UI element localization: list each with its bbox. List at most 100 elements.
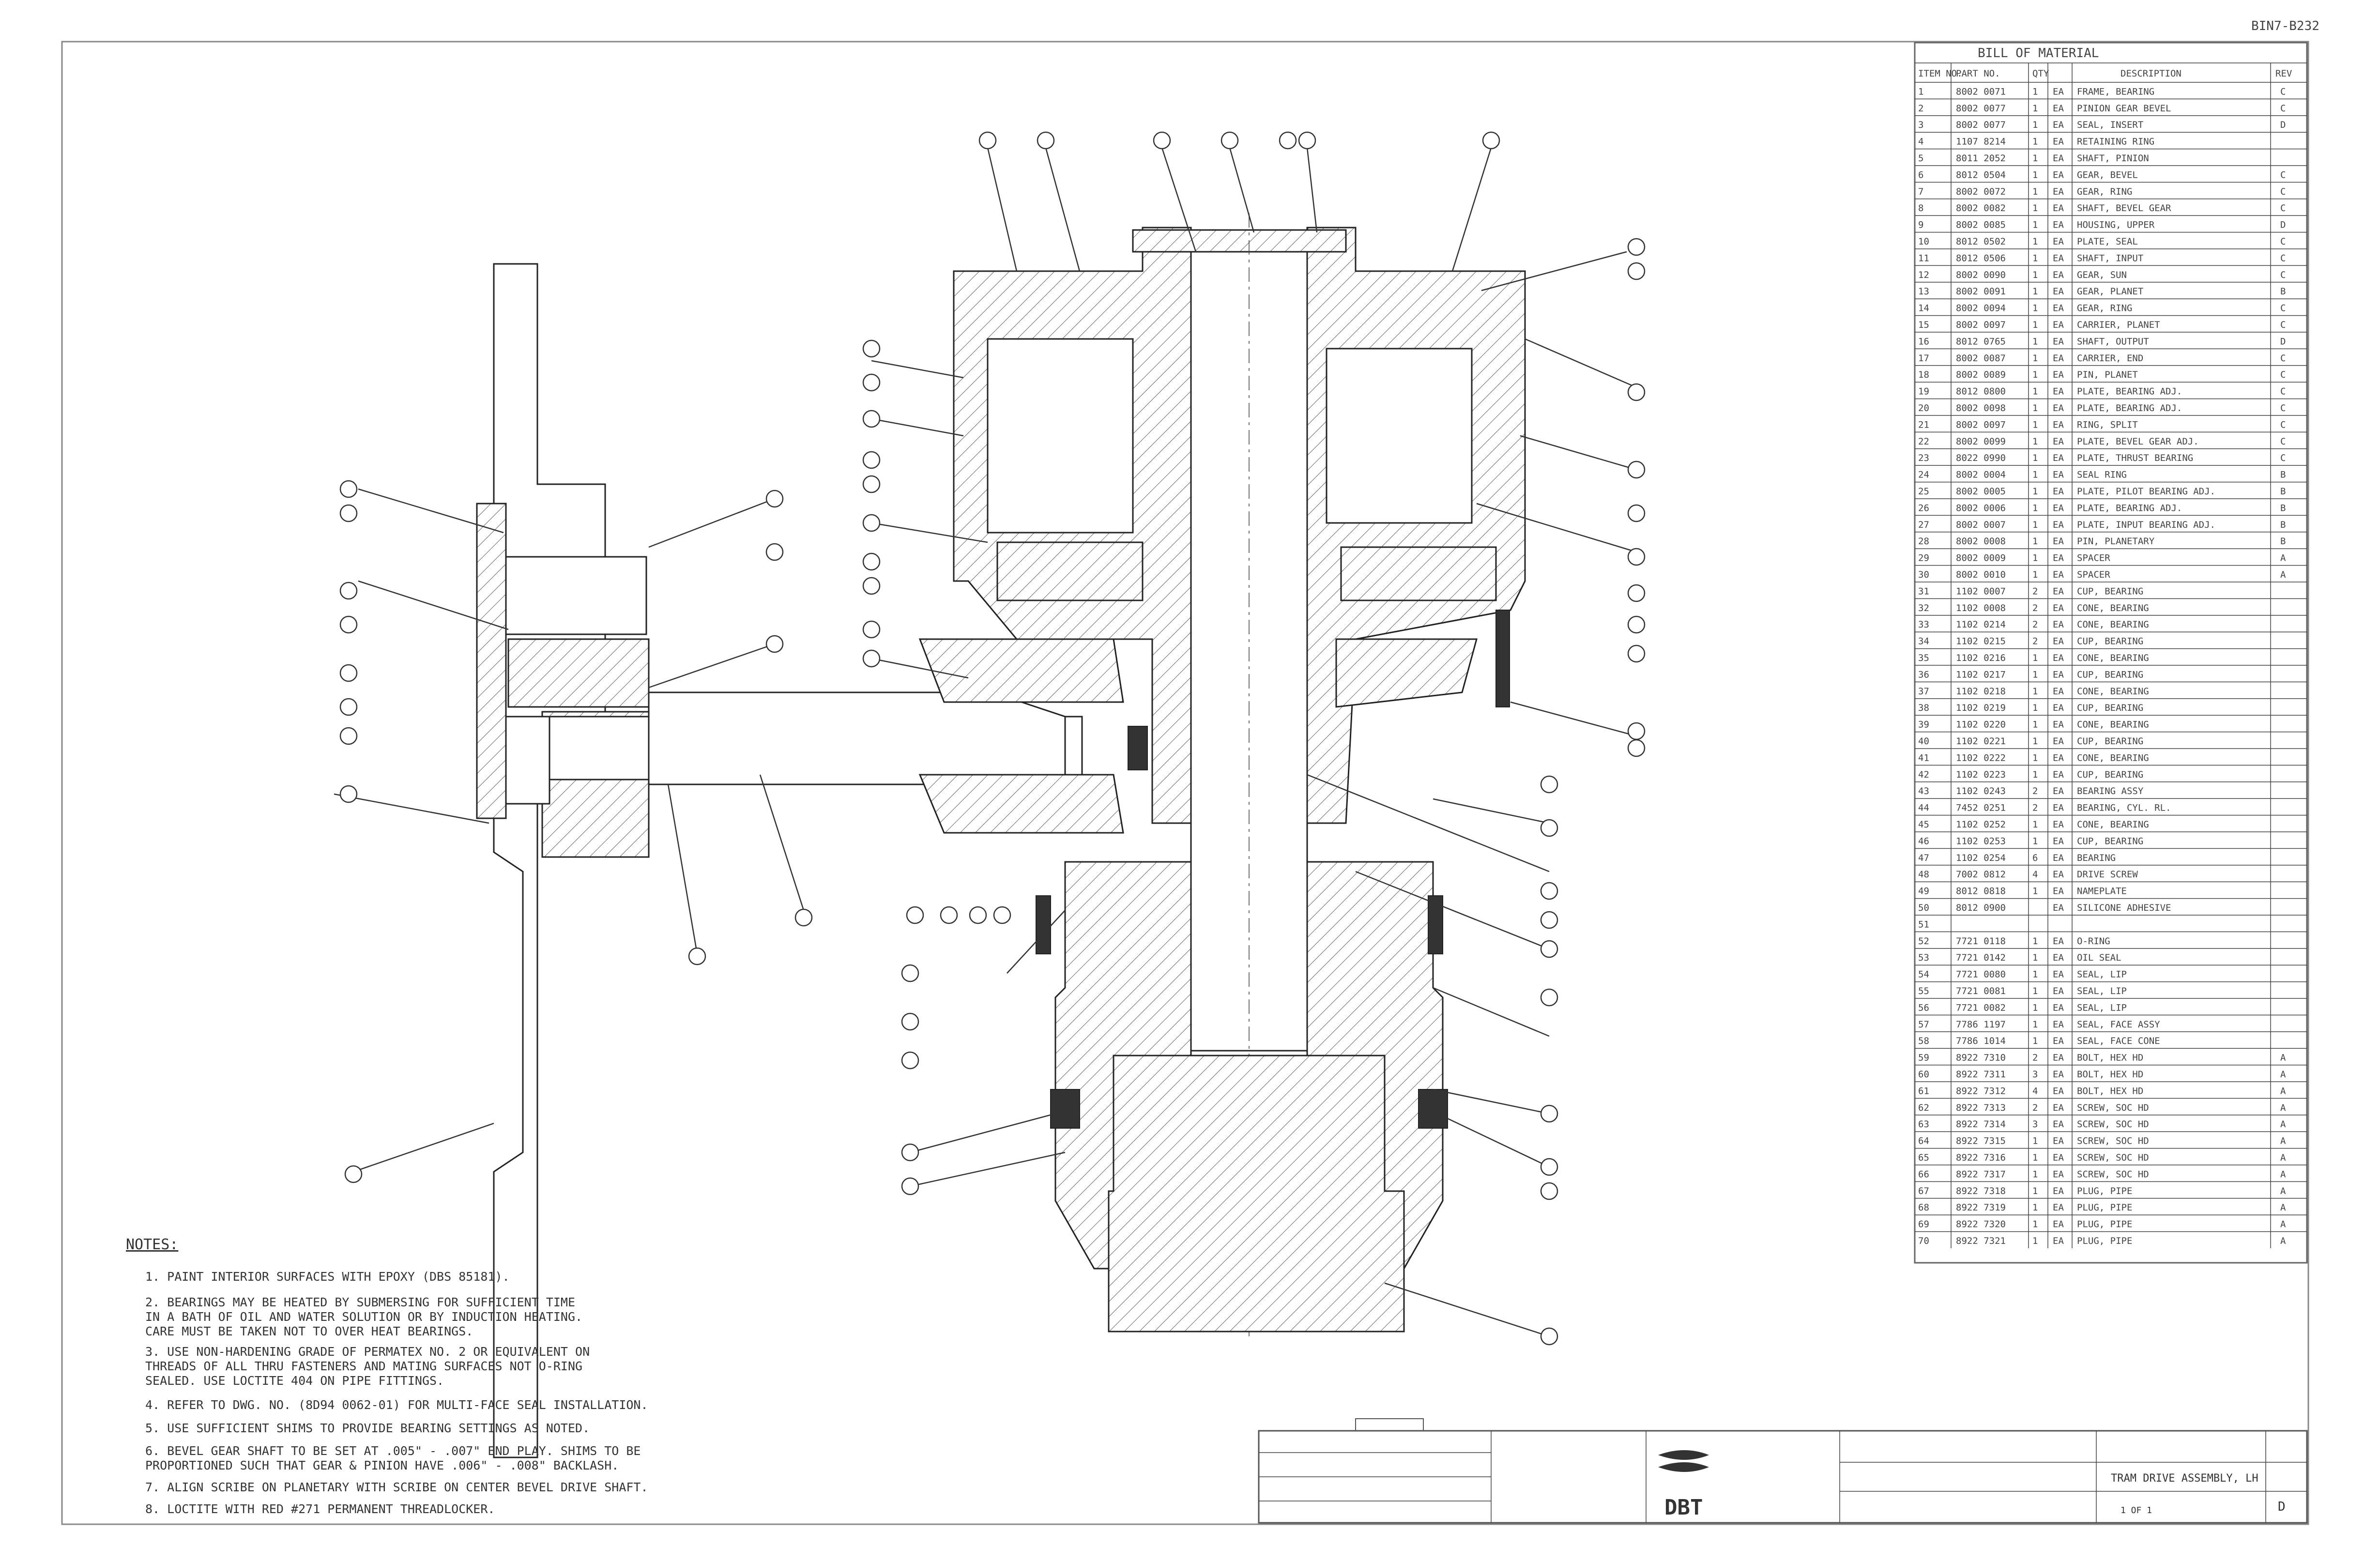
bom-cell: SCREW, SOC HD xyxy=(2077,1119,2149,1130)
bom-cell: 1 xyxy=(2032,486,2038,497)
bom-cell: 8002 0090 xyxy=(1956,270,2006,280)
bom-cell: EA xyxy=(2053,320,2064,330)
bom-cell: 1 xyxy=(2032,169,2038,180)
bom-cell: EA xyxy=(2053,886,2064,897)
bom-cell: 1 xyxy=(2032,103,2038,114)
bom-cell: A xyxy=(2280,1103,2286,1113)
bom-cell: A xyxy=(2280,1053,2286,1063)
bom-cell: SEAL, LIP xyxy=(2077,1002,2127,1013)
bom-cell: 1 xyxy=(2032,236,2038,247)
bom-cell: 1 xyxy=(2032,120,2038,130)
bom-cell: EA xyxy=(2053,869,2064,880)
bom-cell: 1 xyxy=(2032,669,2038,680)
bom-cell: 19 xyxy=(1918,386,1929,397)
bom-cell: 8002 0007 xyxy=(1956,520,2006,530)
bom-cell: C xyxy=(2280,419,2286,430)
bom-cell: C xyxy=(2280,86,2286,97)
bom-cell: EA xyxy=(2053,720,2064,730)
bom-cell: 1 xyxy=(2032,686,2038,697)
bom-cell: EA xyxy=(2053,836,2064,846)
bom-title: BILL OF MATERIAL xyxy=(1978,46,2099,61)
bom-cell: EA xyxy=(2053,1236,2064,1246)
bom-cell: 1102 0217 xyxy=(1956,669,2006,680)
bom-cell: A xyxy=(2280,1236,2286,1246)
bom-cell: C xyxy=(2280,270,2286,280)
bom-cell: 1 xyxy=(2032,403,2038,414)
bom-cell: SEAL, INSERT xyxy=(2077,120,2143,130)
bom-cell: EA xyxy=(2053,769,2064,780)
bom-cell: 56 xyxy=(1918,1002,1929,1013)
bom-cell: 1 xyxy=(2032,220,2038,230)
bom-cell: EA xyxy=(2053,153,2064,164)
bom-cell: EA xyxy=(2053,419,2064,430)
bom-cell: 12 xyxy=(1918,270,1929,280)
pinion-shaft-upper xyxy=(505,556,647,635)
bom-cell: GEAR, RING xyxy=(2077,303,2132,314)
bom-cell: 40 xyxy=(1918,736,1929,747)
bom-cell: 11 xyxy=(1918,253,1929,263)
bom-cell: 62 xyxy=(1918,1103,1929,1113)
bom-cell: 8012 0504 xyxy=(1956,169,2006,180)
seal-right xyxy=(1418,1089,1448,1129)
bom-cell: A xyxy=(2280,569,2286,580)
bom-cell: 1102 0221 xyxy=(1956,736,2006,747)
bom-cell: 35 xyxy=(1918,653,1929,663)
bom-cell: 46 xyxy=(1918,836,1929,846)
bom-cell: 8002 0082 xyxy=(1956,203,2006,214)
bom-cell: C xyxy=(2280,203,2286,214)
note-line: 6. BEVEL GEAR SHAFT TO BE SET AT .005" -… xyxy=(145,1444,641,1458)
bom-cell: 1 xyxy=(2032,1236,2038,1246)
bom-cell: FRAME, BEARING xyxy=(2077,86,2154,97)
bom-cell: B xyxy=(2280,520,2286,530)
bom-cell: 33 xyxy=(1918,619,1929,630)
bom-cell: C xyxy=(2280,386,2286,397)
bom-cell: 8922 7319 xyxy=(1956,1202,2006,1213)
bom-cell: 13 xyxy=(1918,286,1929,297)
hub-flange xyxy=(476,503,507,819)
bom-cell: 1 xyxy=(2032,1152,2038,1163)
bom-cell: 1 xyxy=(2032,1169,2038,1179)
bom-cell: D xyxy=(2280,336,2286,347)
bom-cell: 1 xyxy=(2032,1219,2038,1230)
top-cap xyxy=(1132,229,1347,253)
bom-cell: PLUG, PIPE xyxy=(2077,1236,2132,1246)
bom-cell: EA xyxy=(2053,137,2064,147)
note-line: 1. PAINT INTERIOR SURFACES WITH EPOXY (D… xyxy=(145,1270,510,1284)
bom-cell: 1102 0220 xyxy=(1956,720,2006,730)
bom-cell: EA xyxy=(2053,1002,2064,1013)
bom-cell: EA xyxy=(2053,1119,2064,1130)
bom-cell: 1 xyxy=(2032,253,2038,263)
bom-cell: 7721 0081 xyxy=(1956,986,2006,996)
bom-cell: CUP, BEARING xyxy=(2077,769,2143,780)
bom-cell: C xyxy=(2280,369,2286,380)
bom-cell: 1 xyxy=(2032,969,2038,980)
bom-cell: GEAR, PLANET xyxy=(2077,286,2143,297)
bom-cell: 8012 0502 xyxy=(1956,236,2006,247)
bom-cell: EA xyxy=(2053,636,2064,647)
bom-cell: EA xyxy=(2053,486,2064,497)
bom-cell: 8012 0800 xyxy=(1956,386,2006,397)
bom-cell: 1 xyxy=(2032,986,2038,996)
bom-cell: PLUG, PIPE xyxy=(2077,1219,2132,1230)
bom-cell: 8002 0009 xyxy=(1956,553,2006,564)
bom-cell: 8922 7317 xyxy=(1956,1169,2006,1179)
planet-gear-right xyxy=(1326,348,1473,524)
bom-cell: BEARING ASSY xyxy=(2077,786,2144,796)
bom-cell: 8922 7316 xyxy=(1956,1152,2006,1163)
bom-cell: 8922 7314 xyxy=(1956,1119,2006,1130)
bevel-gear-upper xyxy=(918,638,1124,703)
bom-cell: SHAFT, BEVEL GEAR xyxy=(2077,203,2171,214)
bom-cell: SCREW, SOC HD xyxy=(2077,1103,2149,1113)
bom-cell: 8922 7315 xyxy=(1956,1136,2006,1147)
bom-cell: EA xyxy=(2053,1219,2064,1230)
bom-cell: 1 xyxy=(2032,752,2038,763)
bom-cell: 8002 0010 xyxy=(1956,569,2006,580)
